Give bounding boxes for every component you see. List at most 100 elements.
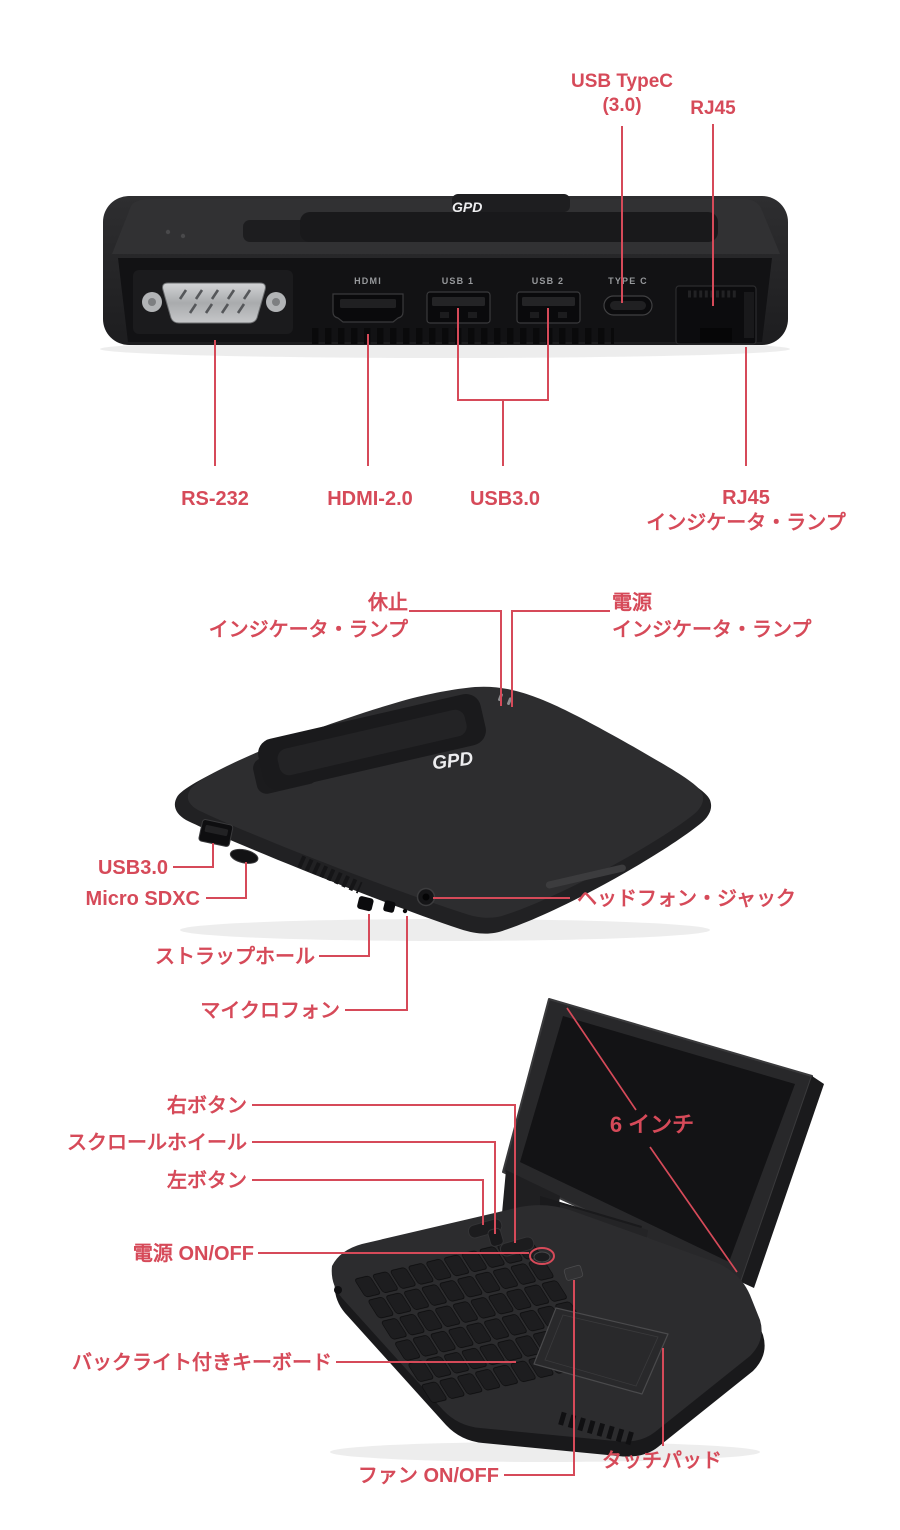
closed-vent-slits bbox=[297, 855, 363, 894]
callout-backlit-keyboard: バックライト付きキーボード bbox=[72, 1352, 332, 1374]
callout-power-line2: インジケータ・ランプ bbox=[612, 619, 812, 641]
typec-port-label: TYPE C bbox=[608, 276, 648, 286]
base-side-jack bbox=[334, 1286, 342, 1294]
hdmi-port-label: HDMI bbox=[354, 276, 382, 286]
carry-handle bbox=[300, 212, 718, 242]
rj45-clip-notch bbox=[700, 328, 732, 342]
rs232-screw-right-hole bbox=[272, 298, 280, 306]
power-indicator-lamp bbox=[507, 697, 512, 706]
typec-port: TYPE C bbox=[603, 276, 653, 316]
rj45-port bbox=[675, 285, 757, 345]
scroll-wheel bbox=[487, 1227, 504, 1247]
leader-strap-hole bbox=[319, 914, 370, 957]
side-usb3-tongue bbox=[204, 825, 229, 837]
lid-latch-groove bbox=[545, 864, 626, 889]
leader-scroll-wheel bbox=[252, 1141, 496, 1234]
leader-usb3-bracket bbox=[457, 308, 549, 466]
micro-sdxc-slot bbox=[229, 848, 259, 864]
callout-rj45-indicator-line2: インジケータ・ランプ bbox=[646, 512, 846, 534]
closed-carry-handle bbox=[253, 694, 486, 794]
callout-suspend-line1: 休止 bbox=[368, 592, 408, 614]
gpd-logo-lid: GPD bbox=[431, 748, 475, 774]
usb2-port-label: USB 2 bbox=[532, 276, 565, 286]
top-dot bbox=[180, 233, 186, 239]
power-button-highlight-ring bbox=[529, 1247, 555, 1265]
kensington-slot bbox=[383, 900, 396, 913]
leader-micro-sdxc bbox=[206, 862, 247, 899]
callout-scroll-wheel: スクロールホイール bbox=[67, 1132, 247, 1154]
rs232-port bbox=[133, 270, 293, 334]
microphone-hole bbox=[402, 908, 408, 914]
hdmi-port: HDMI bbox=[332, 276, 404, 323]
hdmi-tongue bbox=[340, 299, 396, 308]
headphone-jack-hole bbox=[422, 893, 430, 901]
callout-rj45-top: RJ45 bbox=[690, 98, 736, 119]
callout-power-indicator: 電源 インジケータ・ランプ bbox=[612, 590, 892, 644]
leader-right-button bbox=[252, 1104, 516, 1243]
callout-screen-size: 6 インチ bbox=[609, 1112, 695, 1137]
screen-edge bbox=[741, 1076, 824, 1288]
callout-micro-sdxc: Micro SDXC bbox=[85, 888, 200, 910]
usb1-contact bbox=[440, 312, 449, 318]
callout-rj45-indicator: RJ45 インジケータ・ランプ bbox=[616, 486, 876, 536]
usb1-contact bbox=[468, 312, 477, 318]
callout-rs232: RS-232 bbox=[181, 488, 249, 510]
rs232-pins bbox=[178, 289, 252, 314]
screen-diagonal-line bbox=[566, 1007, 738, 1273]
rs232-connector bbox=[162, 282, 266, 324]
screen-display bbox=[520, 1016, 795, 1262]
handle-bar-inner bbox=[277, 709, 467, 776]
callout-power-line1: 電源 bbox=[612, 592, 652, 614]
device-open-view bbox=[330, 998, 824, 1462]
callout-right-button: 右ボタン bbox=[167, 1095, 247, 1117]
power-button bbox=[533, 1251, 551, 1263]
touchpad bbox=[533, 1307, 669, 1395]
callout-power-switch: 電源 ON/OFF bbox=[132, 1243, 254, 1265]
callout-side-usb3: USB3.0 bbox=[97, 857, 168, 879]
usb2-tongue bbox=[522, 297, 575, 306]
callout-usb-typec: USB TypeC (3.0) bbox=[542, 70, 702, 118]
usb1-port-label: USB 1 bbox=[442, 276, 475, 286]
callout-suspend-indicator: 休止 インジケータ・ランプ bbox=[150, 590, 408, 644]
strap-hole bbox=[357, 896, 374, 912]
closed-view-shadow bbox=[180, 919, 710, 941]
usb1-port: USB 1 bbox=[426, 276, 491, 324]
leader-power-lamp bbox=[511, 610, 610, 707]
usb2-contact bbox=[558, 312, 567, 318]
fan-switch bbox=[563, 1264, 584, 1281]
leader-side-usb3 bbox=[173, 843, 214, 868]
device-back-view: GPD HDMI USB 1 bbox=[100, 194, 790, 358]
closed-left-ports bbox=[198, 819, 259, 864]
rs232-screw-left-hole bbox=[148, 298, 156, 306]
gpd-logo-back: GPD bbox=[452, 199, 482, 215]
top-dot bbox=[165, 229, 171, 235]
rj45-indicator-lamp bbox=[744, 292, 754, 338]
typec-tongue bbox=[610, 301, 646, 310]
leader-microphone bbox=[345, 916, 408, 1011]
handle-pad bbox=[243, 220, 315, 242]
leader-suspend-lamp bbox=[409, 610, 502, 706]
callout-usb-typec-line2: (3.0) bbox=[602, 95, 642, 116]
base-vent-slits bbox=[558, 1411, 638, 1447]
device-closed-view: GPD bbox=[174, 686, 712, 941]
callout-strap-hole: ストラップホール bbox=[155, 946, 315, 968]
callout-touchpad: タッチパッド bbox=[602, 1450, 722, 1472]
callout-left-button: 左ボタン bbox=[167, 1170, 247, 1192]
callout-usb3-0: USB3.0 bbox=[469, 488, 541, 510]
callout-microphone: マイクロフォン bbox=[200, 1000, 340, 1022]
callout-headphone-jack: ヘッドフォン・ジャック bbox=[577, 888, 796, 910]
usb1-tongue bbox=[432, 297, 485, 306]
callout-usb-typec-line1: USB TypeC bbox=[570, 71, 674, 92]
handle-tab bbox=[452, 194, 570, 212]
leader-left-button bbox=[252, 1179, 484, 1225]
usb2-contact bbox=[530, 312, 539, 318]
touchpad-inner-line bbox=[544, 1314, 659, 1387]
callout-hdmi-2-0: HDMI-2.0 bbox=[327, 488, 413, 510]
callout-suspend-line2: インジケータ・ランプ bbox=[208, 619, 408, 641]
annotation-lines bbox=[173, 124, 747, 1476]
leader-fan-switch bbox=[504, 1280, 575, 1476]
callout-fan-switch: ファン ON/OFF bbox=[357, 1465, 499, 1487]
rj45-socket bbox=[675, 285, 757, 345]
